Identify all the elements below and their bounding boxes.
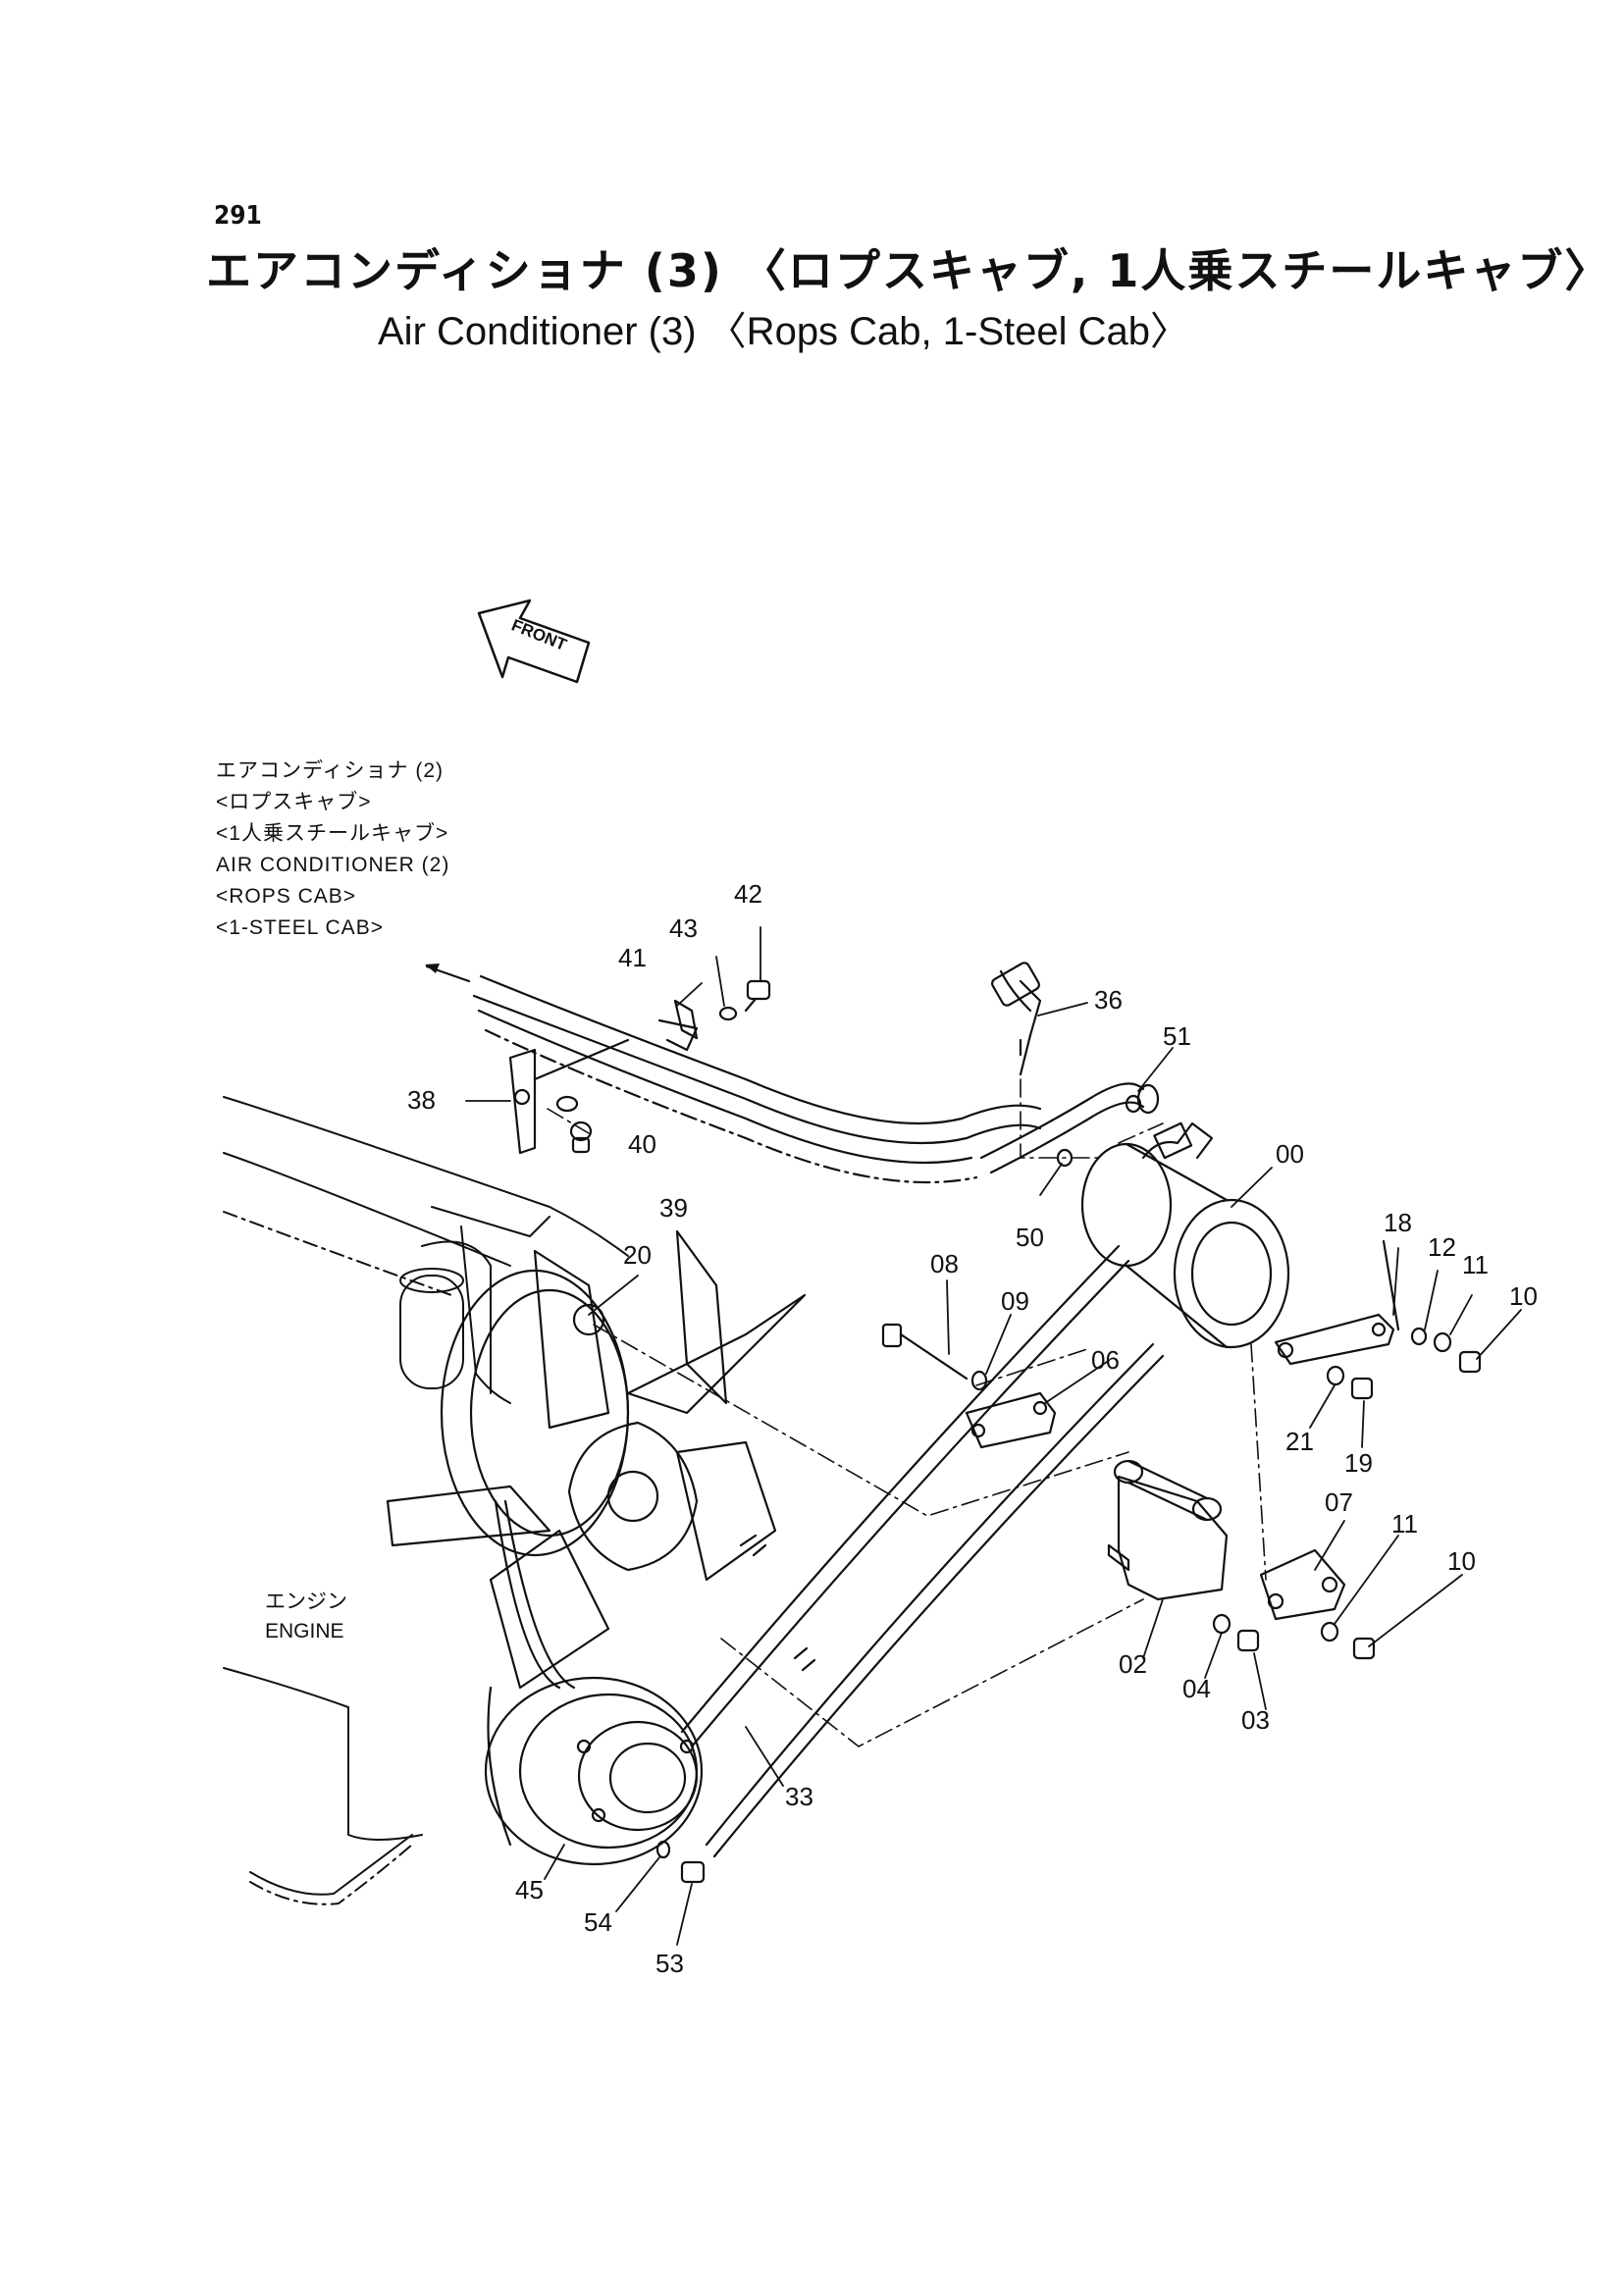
washer-09 — [970, 1370, 988, 1391]
callout-09: 09 — [1001, 1286, 1029, 1316]
callout-18: 18 — [1384, 1208, 1412, 1237]
page-number: 291 — [214, 201, 262, 231]
callout-19: 19 — [1344, 1448, 1373, 1478]
washer-54 — [655, 1840, 671, 1859]
clamp-41 — [657, 999, 699, 1052]
washer-11-lower — [1320, 1621, 1339, 1642]
callout-11-lower: 11 — [1391, 1509, 1418, 1538]
callout-10-lower: 10 — [1447, 1546, 1476, 1576]
reference-note: エアコンディショナ (2) <ロプスキャブ> <1人乗スチールキャブ> AIR … — [216, 756, 449, 944]
engine-label-en: ENGINE — [265, 1620, 344, 1642]
compressor-00 — [1080, 1121, 1290, 1349]
reference-line: <1人乗スチールキャブ> — [216, 822, 449, 845]
callout-42: 42 — [734, 879, 762, 909]
bolt-42 — [744, 979, 771, 1013]
callout-02: 02 — [1119, 1649, 1147, 1679]
o-ring-51 — [1125, 1094, 1142, 1114]
washer-43 — [718, 1006, 738, 1021]
reference-line: エアコンディショナ (2) — [216, 759, 445, 782]
bolt-19 — [1350, 1377, 1374, 1400]
callout-39: 39 — [659, 1193, 688, 1223]
reference-line: <1-STEEL CAB> — [216, 916, 384, 939]
callout-38: 38 — [407, 1085, 436, 1115]
engine-outline — [223, 1096, 629, 1905]
engine-label-jp: エンジン — [265, 1590, 347, 1613]
callout-50: 50 — [1016, 1223, 1044, 1252]
callout-00: 00 — [1276, 1139, 1304, 1169]
reference-line: <ROPS CAB> — [216, 885, 357, 908]
leader-lines — [465, 926, 1522, 1946]
callout-12: 12 — [1428, 1232, 1456, 1262]
bracket-38 — [508, 1038, 630, 1155]
callout-45: 45 — [515, 1875, 544, 1904]
callout-51: 51 — [1163, 1021, 1191, 1051]
engine-label: エンジン ENGINE — [265, 1588, 347, 1646]
callout-06: 06 — [1091, 1345, 1120, 1375]
callout-04: 04 — [1182, 1674, 1211, 1703]
reference-line: AIR CONDITIONER (2) — [216, 854, 450, 876]
callout-54: 54 — [584, 1907, 612, 1937]
title-english: Air Conditioner (3) 〈Rops Cab, 1-Steel C… — [378, 310, 1190, 353]
front-arrow-icon: FRONT — [477, 599, 591, 684]
callout-20: 20 — [623, 1240, 652, 1270]
washer-40 — [555, 1095, 579, 1113]
washer-04 — [1212, 1613, 1231, 1635]
fan-20 — [386, 1229, 807, 1690]
bracket-18 — [1274, 1239, 1400, 1366]
bracket-06 — [965, 1391, 1057, 1449]
bracket-07 — [1259, 1548, 1346, 1621]
centre-lines — [547, 1078, 1267, 1747]
callout-numbers: 00 02 03 04 06 07 08 09 10 10 11 11 12 1… — [407, 879, 1538, 1978]
bolt-53 — [680, 1860, 706, 1884]
bolt-10-lower — [1352, 1637, 1376, 1660]
bolt-08 — [881, 1323, 969, 1381]
washer-12 — [1410, 1327, 1428, 1346]
callout-36: 36 — [1094, 985, 1123, 1015]
callout-53: 53 — [655, 1949, 684, 1978]
callout-41: 41 — [618, 943, 647, 972]
bolt-10-upper — [1458, 1350, 1482, 1374]
callout-08: 08 — [930, 1249, 959, 1278]
callout-10-upper: 10 — [1509, 1281, 1538, 1311]
callout-07: 07 — [1325, 1487, 1353, 1517]
title-japanese: エアコンディショナ (3) 〈ロプスキャブ, 1人乗スチールキャブ〉 — [206, 244, 1612, 297]
belt-33 — [494, 1244, 1165, 1858]
callout-40: 40 — [628, 1129, 656, 1159]
washer-11-upper — [1433, 1331, 1452, 1353]
ac-hose-assembly — [472, 962, 1160, 1184]
bolt-03 — [1236, 1629, 1260, 1652]
crank-pulley-45 — [440, 1269, 704, 1866]
callout-33: 33 — [785, 1782, 813, 1811]
reference-line: <ロプスキャブ> — [216, 791, 372, 813]
callout-43: 43 — [669, 913, 698, 943]
callout-11-upper: 11 — [1462, 1250, 1489, 1279]
callout-21: 21 — [1285, 1427, 1314, 1456]
reference-arrow — [425, 964, 471, 983]
bolt-39 — [569, 1121, 593, 1154]
bracket-02 — [1107, 1459, 1229, 1601]
washer-21 — [1326, 1365, 1345, 1386]
callout-03: 03 — [1241, 1705, 1270, 1735]
